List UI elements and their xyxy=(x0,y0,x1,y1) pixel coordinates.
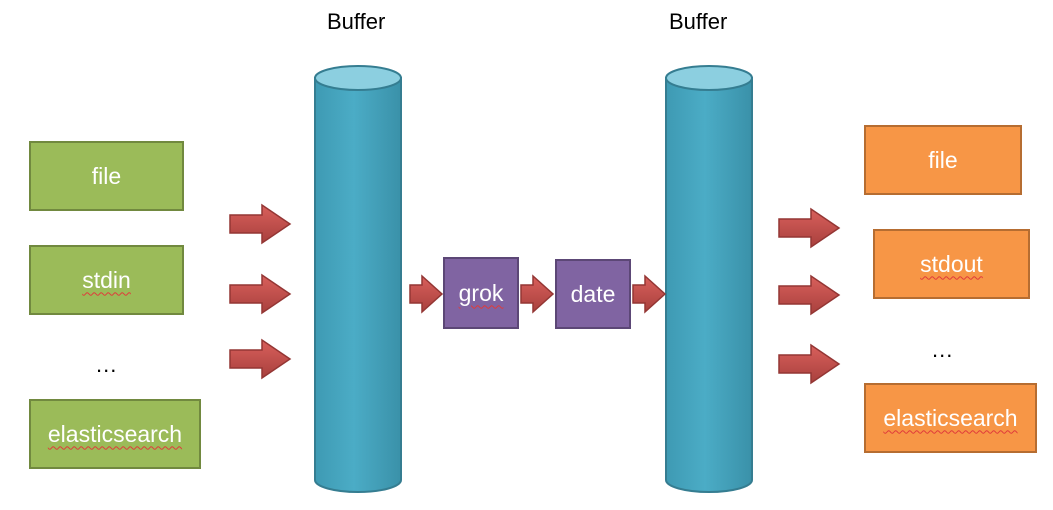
output-arrow-2 xyxy=(778,274,841,316)
buffer-right-cylinder xyxy=(665,65,753,493)
input-stdin-box: stdin xyxy=(29,245,184,315)
buffer-left-cylinder xyxy=(314,65,402,493)
output-file-label: file xyxy=(928,146,958,173)
output-stdout-box: stdout xyxy=(873,229,1030,299)
output-elasticsearch-label: elasticsearch xyxy=(883,404,1018,431)
buffer-left-label: Buffer xyxy=(327,9,386,34)
filter-grok-label: grok xyxy=(458,279,504,306)
input-ellipsis: ... xyxy=(96,352,118,377)
filter-grok-box: grok xyxy=(443,257,519,329)
input-elasticsearch-label: elasticsearch xyxy=(47,420,183,447)
input-arrow-3 xyxy=(229,338,292,380)
filter-arrow-2 xyxy=(520,274,555,314)
output-ellipsis: ... xyxy=(932,337,954,362)
input-stdin-label: stdin xyxy=(82,266,131,293)
output-stdout-label: stdout xyxy=(920,250,983,277)
filter-arrow-1 xyxy=(409,274,444,314)
output-file-box: file xyxy=(864,125,1022,195)
input-arrow-2 xyxy=(229,273,292,315)
output-elasticsearch-box: elasticsearch xyxy=(864,383,1037,453)
output-arrow-1 xyxy=(778,207,841,249)
input-elasticsearch-box: elasticsearch xyxy=(29,399,201,469)
buffer-right-label: Buffer xyxy=(669,9,728,34)
filter-date-box: date xyxy=(555,259,631,329)
filter-arrow-3 xyxy=(632,274,667,314)
input-file-box: file xyxy=(29,141,184,211)
input-arrow-1 xyxy=(229,203,292,245)
output-arrow-3 xyxy=(778,343,841,385)
input-file-label: file xyxy=(91,162,122,189)
filter-date-label: date xyxy=(570,280,616,307)
